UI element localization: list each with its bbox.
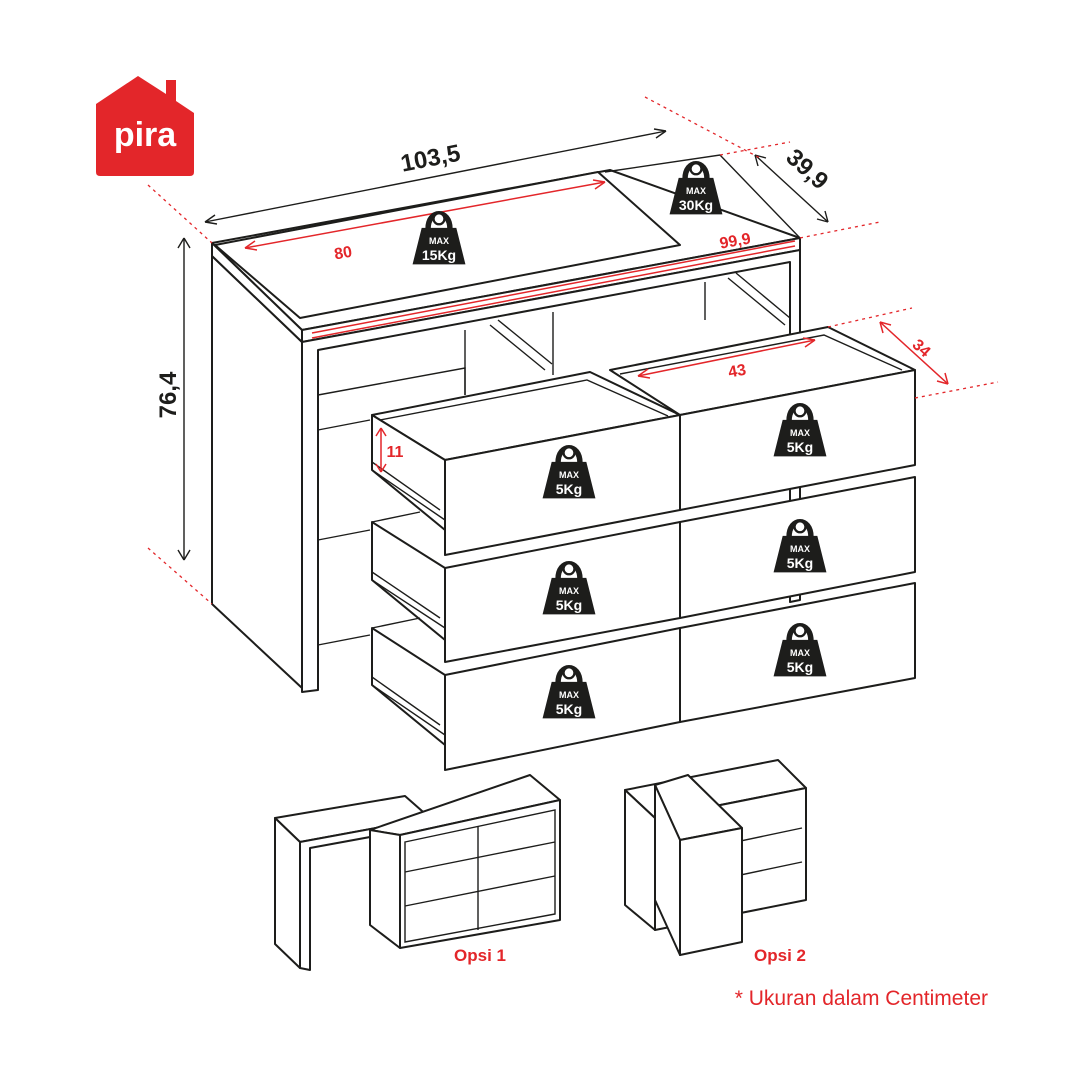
svg-text:MAX: MAX [559, 470, 579, 480]
svg-text:5Kg: 5Kg [556, 597, 582, 613]
drawer-height-label: 11 [387, 444, 404, 461]
left-drawers [371, 371, 681, 771]
logo-text: pira [114, 116, 177, 154]
option-1-drawing [274, 774, 561, 971]
option-2-drawing [624, 759, 807, 956]
svg-text:MAX: MAX [790, 648, 810, 658]
dimension-lines [177, 128, 829, 561]
svg-text:30Kg: 30Kg [679, 197, 713, 213]
svg-text:5Kg: 5Kg [787, 439, 813, 455]
weight-icon-drawer-1: MAX 5Kg [543, 447, 596, 498]
weight-icon-drawer-4: MAX 5Kg [774, 405, 827, 456]
svg-text:5Kg: 5Kg [556, 481, 582, 497]
svg-text:5Kg: 5Kg [787, 555, 813, 571]
weight-icon-drawer-2: MAX 5Kg [543, 563, 596, 614]
drawer-width-label: 43 [727, 362, 748, 382]
drawer-depth-label: 34 [909, 336, 934, 361]
svg-text:MAX: MAX [686, 186, 706, 196]
weight-icon-drawer-5: MAX 5Kg [774, 521, 827, 572]
red-dimensions [244, 179, 949, 473]
width-label: 103,5 [399, 140, 463, 178]
weight-icon-drawer-6: MAX 5Kg [774, 625, 827, 676]
weight-icon-top-left: MAX 15Kg [413, 213, 466, 264]
svg-text:15Kg: 15Kg [422, 247, 456, 263]
top-total-label: 99,9 [718, 230, 752, 252]
svg-text:MAX: MAX [559, 690, 579, 700]
top-inner-label: 80 [333, 244, 354, 264]
svg-text:MAX: MAX [790, 428, 810, 438]
svg-text:MAX: MAX [429, 236, 449, 246]
svg-text:MAX: MAX [559, 586, 579, 596]
height-label: 76,4 [155, 371, 182, 418]
option-1-label: Opsi 1 [454, 946, 506, 965]
pira-logo: pira [96, 76, 194, 176]
option-2-label: Opsi 2 [754, 946, 806, 965]
weight-icon-top-right: MAX 30Kg [670, 163, 723, 214]
unit-note: * Ukuran dalam Centimeter [735, 987, 988, 1010]
svg-text:5Kg: 5Kg [787, 659, 813, 675]
weight-icon-drawer-3: MAX 5Kg [543, 667, 596, 718]
svg-text:MAX: MAX [790, 544, 810, 554]
depth-label: 39,9 [781, 144, 834, 195]
extension-lines [147, 96, 999, 605]
svg-text:5Kg: 5Kg [556, 701, 582, 717]
